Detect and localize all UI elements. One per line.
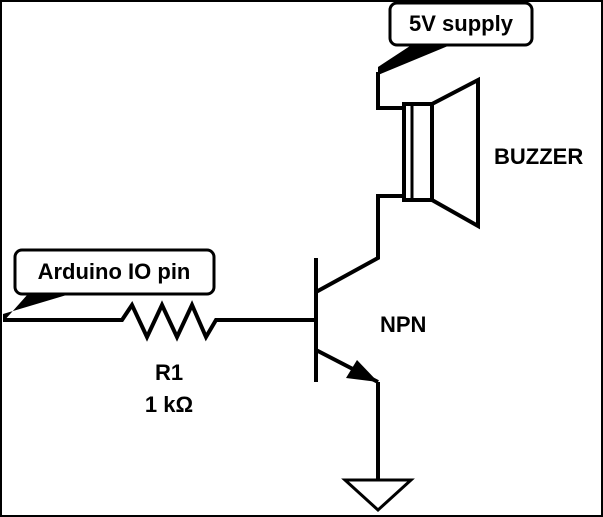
input-label-pointer	[3, 294, 70, 322]
buzzer-body	[402, 102, 434, 202]
resistor-value: 1 kΩ	[145, 392, 193, 417]
supply-label-pointer	[378, 46, 448, 75]
input-label: Arduino IO pin	[38, 259, 191, 284]
emitter-arrow	[346, 360, 378, 382]
input-label-box	[13, 248, 216, 296]
supply-label: 5V supply	[409, 11, 514, 36]
supply-wire	[376, 72, 404, 110]
collector-wire	[315, 194, 404, 294]
resistor-name: R1	[155, 360, 183, 385]
ground-symbol	[341, 478, 415, 513]
buzzer-symbol	[402, 76, 480, 230]
buzzer-cone	[431, 76, 480, 230]
supply-label-box	[388, 1, 534, 47]
resistor-r1	[3, 300, 316, 342]
buzzer-label: BUZZER	[494, 144, 583, 169]
supply-net-label: 5V supply	[378, 1, 534, 75]
transistor-label: NPN	[380, 312, 426, 337]
input-net-label: Arduino IO pin	[3, 248, 216, 322]
